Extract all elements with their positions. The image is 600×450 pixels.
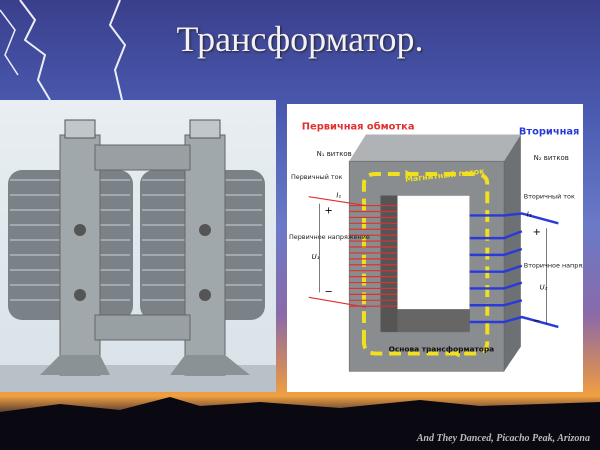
u2-label: U₂ — [540, 283, 548, 291]
secondary-voltage-label: Вторичное напряжение — [524, 262, 583, 270]
u1-label: U₁ — [312, 253, 320, 261]
secondary-winding-label: Вторичная обмотка — [519, 126, 583, 138]
n1-label: N₁ витков — [317, 150, 352, 158]
flux-arrow-icon — [405, 170, 414, 178]
i2-label: I₂ — [527, 210, 532, 218]
photo-caption: And They Danced, Picacho Peak, Arizona — [416, 433, 590, 444]
minus-sign: − — [324, 286, 332, 297]
primary-winding-label: Первичная обмотка — [302, 121, 415, 133]
secondary-coil — [469, 212, 559, 329]
primary-current-label: Первичный ток — [291, 173, 343, 181]
core-label: Основа трансформатора — [389, 345, 495, 354]
n2-label: N₂ витков — [534, 154, 569, 162]
plus-sign: + — [533, 227, 541, 238]
primary-voltage-label: Первичное напряжение — [289, 233, 370, 241]
transformer-diagram: Первичная обмотка N₁ витков Вторичная об… — [287, 104, 600, 392]
lightning-bolts — [0, 0, 127, 100]
mountain-silhouette — [0, 397, 600, 450]
secondary-current-label: Вторичный ток — [524, 193, 575, 201]
slide-title: Трансформатор. — [176, 19, 424, 59]
minus-sign: − — [533, 316, 541, 327]
primary-coil — [308, 196, 398, 308]
i1-label: I₁ — [336, 192, 341, 200]
flux-arrow-icon — [451, 349, 460, 358]
transformer-photo — [0, 100, 276, 392]
plus-sign: + — [324, 205, 332, 216]
magnetic-flux-path — [361, 172, 490, 356]
